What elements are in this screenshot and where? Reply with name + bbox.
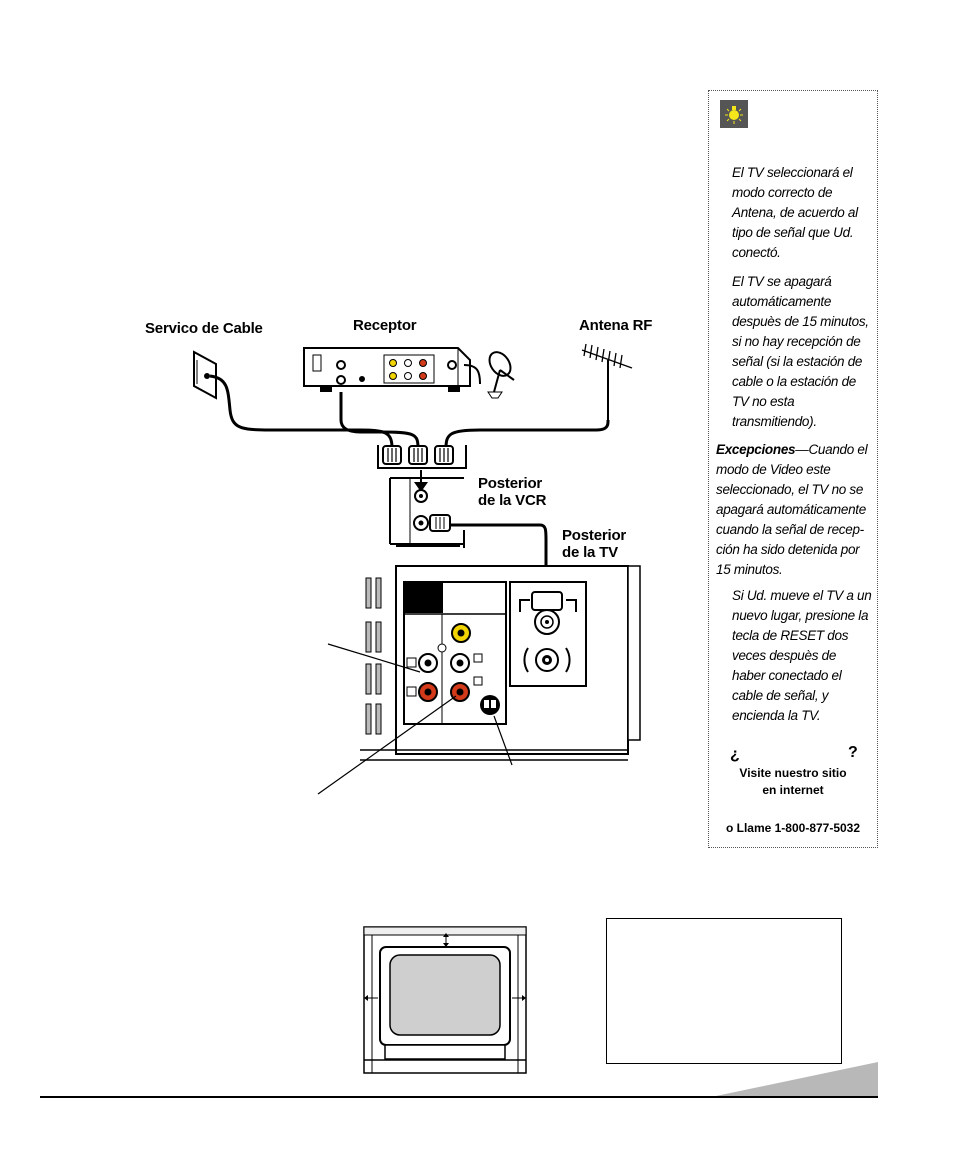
rf-antenna-label: Antena RF — [579, 317, 653, 334]
tv-back-panel — [360, 565, 641, 761]
satellite-dish — [487, 351, 515, 399]
tip-reset: Si Ud. mueve el TV a un nuevo lugar, pre… — [732, 588, 872, 723]
tip-exceptions-body: —Cuando el modo de Video este selecciona… — [716, 442, 868, 577]
tv-cabinet-illustration — [363, 926, 527, 1074]
phone-number: o Llame 1-800-877-5032 — [725, 821, 861, 835]
receiver-box — [303, 347, 471, 392]
lightbulb-icon — [720, 100, 748, 128]
vcr-back-label-line2: de la VCR — [478, 492, 547, 509]
tip-exceptions-lead: Excepciones — [716, 442, 796, 457]
tv-back-label-line1: Posterior — [562, 527, 627, 544]
wall-outlet — [193, 350, 217, 400]
tv-back-label-line2: de la TV — [562, 544, 618, 561]
tip-box — [708, 90, 878, 848]
empty-note-box — [606, 918, 842, 1064]
cables — [209, 364, 610, 592]
rf-antenna-drawing — [581, 343, 633, 420]
vcr-back-label-line1: Posterior — [478, 475, 543, 492]
vcr-back — [389, 477, 465, 548]
footer-rule — [40, 1096, 878, 1098]
splitter-bracket — [377, 445, 467, 492]
page-corner-tab — [716, 1062, 878, 1096]
question-close-mark: ? — [848, 744, 858, 761]
vcr-back-label: Posterior de la VCR — [478, 475, 546, 509]
tip-auto-off: El TV se apagará automáticamente despuès… — [732, 274, 869, 429]
tip-auto-antenna: El TV seleccionará el modo correcto de A… — [732, 165, 858, 260]
website-line-1: Visite nuestro sitio — [739, 766, 847, 780]
tip-exceptions: Excepciones—Cuando el modo de Video este… — [716, 440, 874, 580]
cable-service-label: Servico de Cable — [145, 320, 263, 337]
tv-back-label: Posterior de la TV — [562, 527, 626, 561]
receiver-label: Receptor — [353, 317, 417, 334]
leader-lines — [317, 643, 513, 795]
question-open-mark: ¿ — [730, 746, 740, 763]
website-line-2: en internet — [762, 783, 824, 797]
